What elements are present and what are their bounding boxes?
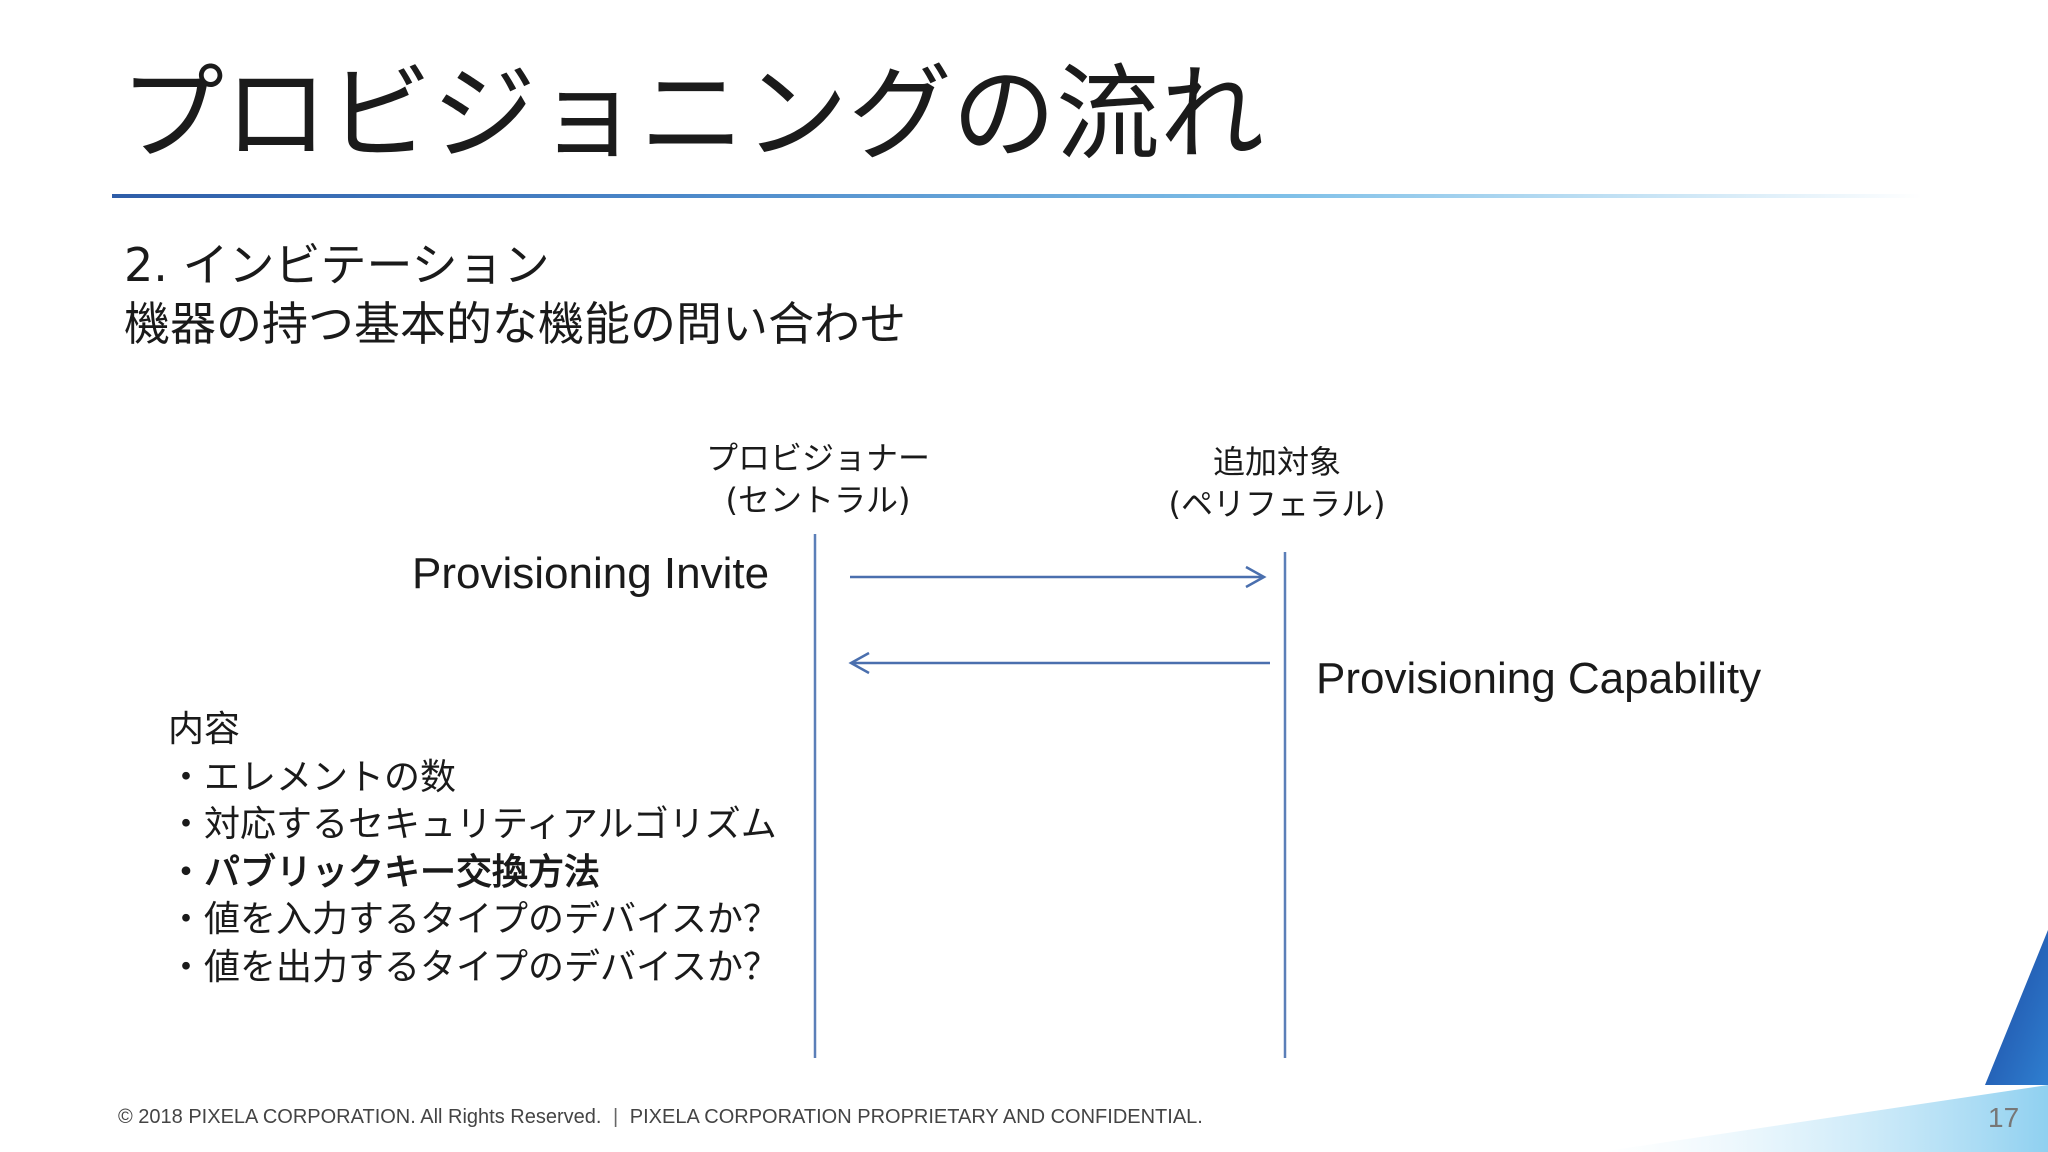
content-heading: 内容	[168, 709, 241, 750]
message-capability-label: Provisioning Capability	[1316, 654, 1762, 703]
content-item: ・値を出力するタイプのデバイスか？	[168, 946, 779, 988]
slide-title: プロビジョニングの流れ	[120, 53, 1265, 175]
content-item: ・対応するセキュリティアルゴリズム	[168, 804, 777, 846]
title-underline	[112, 194, 1922, 198]
target-label: 追加対象 (ペリフェラル)	[1152, 442, 1402, 525]
corner-decoration-dark	[1985, 930, 2048, 1085]
invite-arrow	[850, 565, 1267, 589]
content-item: ・パブリックキー交換方法	[168, 851, 601, 893]
message-invite-label: Provisioning Invite	[412, 549, 770, 598]
corner-decoration-light	[1600, 1085, 2048, 1152]
subtitle-step: 2. インビテーション	[124, 238, 550, 292]
target-role: (ペリフェラル)	[1168, 484, 1386, 523]
footer: © 2018 PIXELA CORPORATION. All Rights Re…	[118, 1106, 1203, 1129]
footer-confidential: PIXELA CORPORATION PROPRIETARY AND CONFI…	[629, 1106, 1203, 1128]
footer-copyright: © 2018 PIXELA CORPORATION. All Rights Re…	[118, 1106, 602, 1128]
provisioner-label: プロビジョナー (セントラル)	[700, 438, 936, 521]
subtitle-description: 機器の持つ基本的な機能の問い合わせ	[124, 297, 906, 351]
footer-separator: |	[613, 1106, 619, 1128]
provisioner-role: (セントラル)	[725, 480, 911, 519]
capability-arrow	[848, 651, 1270, 675]
content-item: ・エレメントの数	[168, 756, 457, 798]
page-number: 17	[1988, 1102, 2020, 1133]
provisioner-name: プロビジョナー	[705, 439, 930, 477]
content-item: ・値を入力するタイプのデバイスか？	[168, 899, 779, 941]
target-name: 追加対象	[1212, 443, 1341, 481]
content-list: 内容 ・エレメントの数 ・対応するセキュリティアルゴリズム ・パブリックキー交換…	[168, 706, 779, 992]
